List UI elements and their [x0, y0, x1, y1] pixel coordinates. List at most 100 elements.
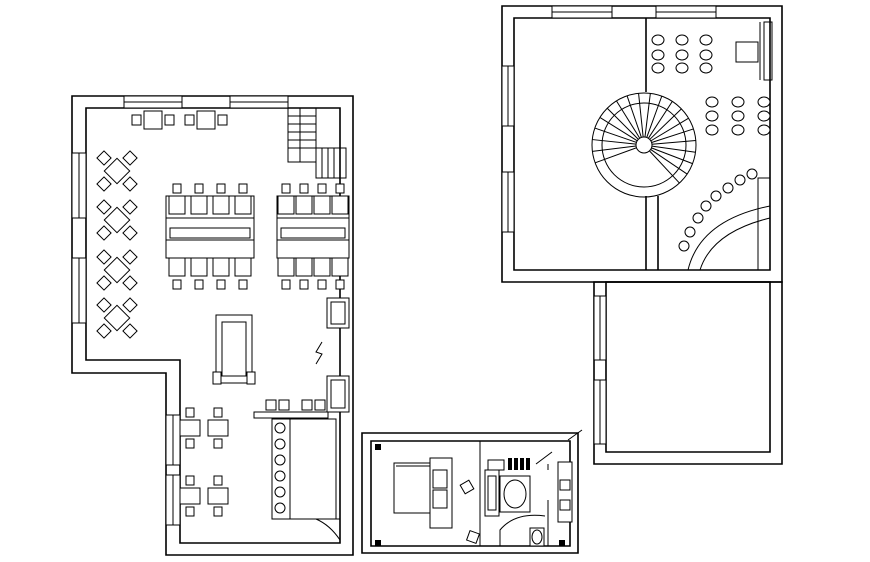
bar-stool — [274, 502, 286, 514]
banquet-chair — [172, 183, 182, 194]
small-chair — [185, 438, 195, 449]
banquet-seat — [168, 195, 186, 215]
bar-stool — [274, 422, 286, 434]
upper-lounge — [501, 5, 783, 283]
banquet-seat — [277, 257, 295, 277]
small-chair — [185, 475, 195, 486]
banquet-seat — [190, 195, 208, 215]
arc-bar-stools — [678, 168, 758, 252]
lounge-chair — [757, 96, 771, 108]
stair-tread — [606, 107, 639, 140]
small-table — [207, 487, 229, 505]
diamond-chair — [96, 225, 112, 241]
small-chair — [185, 506, 195, 517]
stair-tread — [651, 139, 696, 145]
top-table-group — [131, 110, 228, 130]
banquet-seat — [331, 257, 349, 277]
restaurant-stair — [287, 107, 347, 179]
lounge-sofa — [212, 314, 256, 385]
banquet-chair — [335, 183, 345, 194]
small-chair — [213, 506, 223, 517]
diamond-table — [103, 206, 131, 234]
stair-tread — [646, 95, 663, 138]
banquet-chair — [317, 279, 327, 290]
lounge-chair — [651, 34, 665, 46]
diamond-chair — [122, 323, 138, 339]
diamond-chair — [96, 297, 112, 313]
banquet-chair — [317, 183, 327, 194]
lounge-chair — [731, 96, 745, 108]
diamond-chair — [96, 249, 112, 265]
banquet-chair — [216, 279, 226, 290]
stair-tread — [594, 127, 637, 143]
lounge-chair — [757, 110, 771, 122]
stair-tread — [651, 145, 696, 153]
stair-tread — [651, 128, 694, 144]
diamond-table — [103, 157, 131, 185]
small-table — [179, 487, 201, 505]
banquet-seat — [295, 257, 313, 277]
bedroom-suite — [361, 429, 583, 554]
lounge-chair — [705, 96, 719, 108]
diamond-chair — [122, 150, 138, 166]
banquet-chair — [238, 279, 248, 290]
spiral-stair — [591, 92, 697, 198]
bar-counter — [253, 399, 341, 541]
stair-tread — [616, 100, 641, 139]
stair-tread — [594, 147, 637, 164]
small-chair — [213, 475, 223, 486]
banquet-seat — [212, 195, 230, 215]
small-tables — [179, 407, 229, 517]
lounge-chair — [651, 49, 665, 61]
small-chair — [185, 407, 195, 418]
banquet-chair — [172, 279, 182, 290]
lounge-chair — [705, 110, 719, 122]
diamond-chair — [122, 297, 138, 313]
stair-tread — [650, 117, 689, 142]
stair-tread — [651, 147, 693, 165]
small-table — [179, 419, 201, 437]
banquet-chair — [238, 183, 248, 194]
stair-tread — [647, 101, 673, 139]
banquet-chair — [299, 279, 309, 290]
stair-tread — [638, 93, 644, 138]
arc-stool — [678, 240, 690, 252]
stair-tread — [599, 117, 638, 142]
lounge-chair — [731, 110, 745, 122]
diamond-chair — [96, 176, 112, 192]
restaurant-side-door — [315, 297, 350, 413]
stair-tread — [649, 150, 680, 184]
bar-stools — [274, 422, 286, 514]
arc-stool — [700, 200, 712, 212]
lounge-chair — [675, 34, 689, 46]
arc-stool — [746, 168, 758, 180]
diamond-table — [103, 256, 131, 284]
small-chair — [213, 407, 223, 418]
banquet-seat — [168, 257, 186, 277]
lounge-chair — [757, 124, 771, 136]
diamond-chair — [122, 249, 138, 265]
arc-stool — [692, 212, 704, 224]
stair-tread — [644, 93, 651, 138]
banquet-seat — [212, 257, 230, 277]
banquet-chair — [281, 183, 291, 194]
banquet-seat — [234, 195, 252, 215]
diamond-table-column — [96, 150, 138, 339]
diamond-chair — [122, 199, 138, 215]
restaurant-outer-wall — [71, 95, 354, 556]
banquet-tables — [165, 183, 350, 290]
lounge-chair — [651, 62, 665, 74]
lounge-chair — [705, 124, 719, 136]
restaurant-building — [71, 95, 354, 556]
diamond-table — [103, 304, 131, 332]
lounge-chair — [699, 34, 713, 46]
banquet-seat — [277, 195, 295, 215]
banquet-chair — [194, 279, 204, 290]
small-table — [207, 419, 229, 437]
banquet-chair — [335, 279, 345, 290]
bar-stool — [274, 470, 286, 482]
diamond-chair — [96, 150, 112, 166]
arc-stool — [710, 190, 722, 202]
empty-room — [593, 281, 783, 465]
